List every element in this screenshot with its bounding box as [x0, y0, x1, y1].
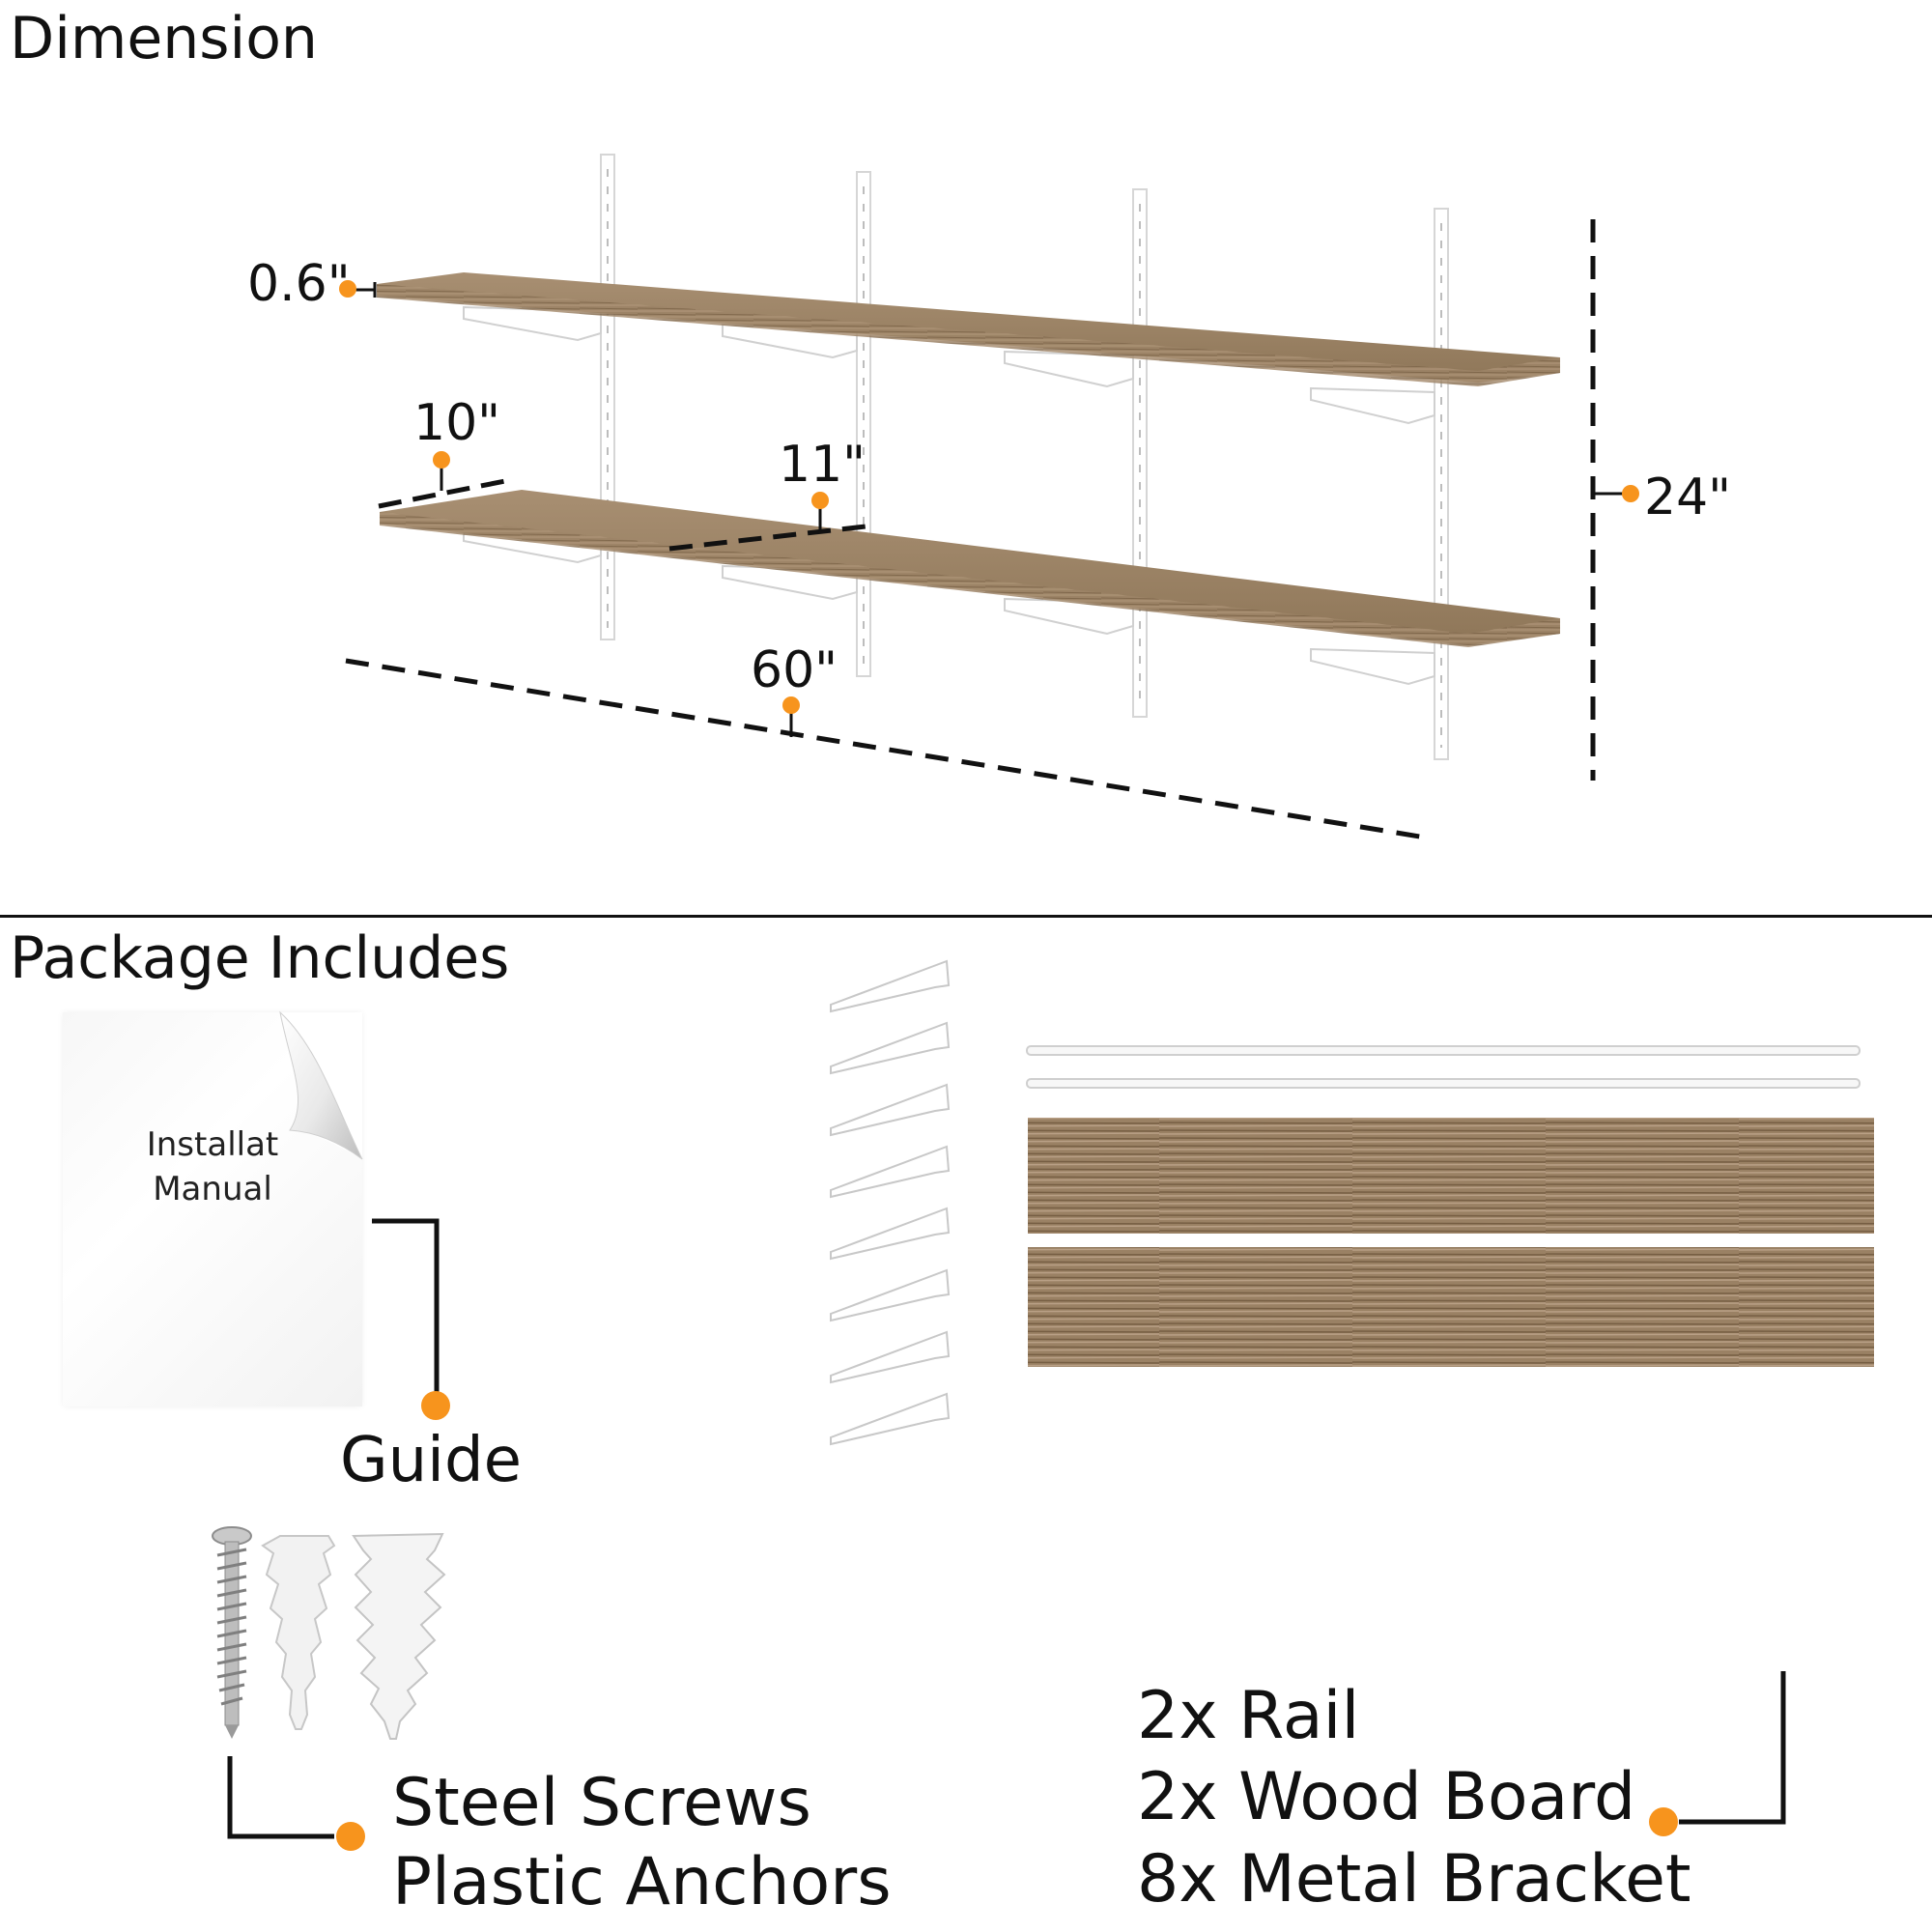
- depth-label: 10": [413, 394, 501, 452]
- parts-labels: 2x Rail 2x Wood Board 8x Metal Bracket: [1137, 1676, 1691, 1920]
- manual-title-line1: Installat: [146, 1125, 279, 1164]
- wood-board-count-label: 2x Wood Board: [1137, 1759, 1636, 1836]
- page-curl: [279, 1010, 363, 1160]
- drywall-anchor: [352, 1532, 446, 1740]
- thickness-label: 0.6": [247, 255, 351, 313]
- installation-manual: Installat Manual: [63, 1012, 362, 1406]
- dimension-heading: Dimension: [10, 5, 318, 72]
- package-heading: Package Includes: [10, 924, 510, 992]
- steel-screws-label: Steel Screws: [392, 1765, 811, 1841]
- section-divider: [0, 915, 1932, 918]
- rail-count-label: 2x Rail: [1137, 1678, 1360, 1754]
- hardware-labels: Steel Screws Plastic Anchors: [392, 1764, 892, 1921]
- wood-boards: [1028, 1118, 1874, 1367]
- plastic-anchors-label: Plastic Anchors: [392, 1843, 892, 1920]
- metal-bracket-count-label: 8x Metal Bracket: [1137, 1840, 1691, 1918]
- manual-title-line2: Manual: [153, 1169, 272, 1208]
- rails: [1026, 1045, 1861, 1089]
- steel-screw: [212, 1526, 252, 1739]
- plastic-anchor: [261, 1535, 336, 1730]
- top-shelf: [377, 272, 1560, 386]
- guide-label: Guide: [340, 1425, 522, 1496]
- height-label: 24": [1644, 469, 1732, 526]
- metal-brackets: [830, 959, 951, 1446]
- shelf-dimension-illustration: [339, 154, 1639, 841]
- width-label: 60": [751, 641, 838, 699]
- spacing-label: 11": [779, 436, 867, 494]
